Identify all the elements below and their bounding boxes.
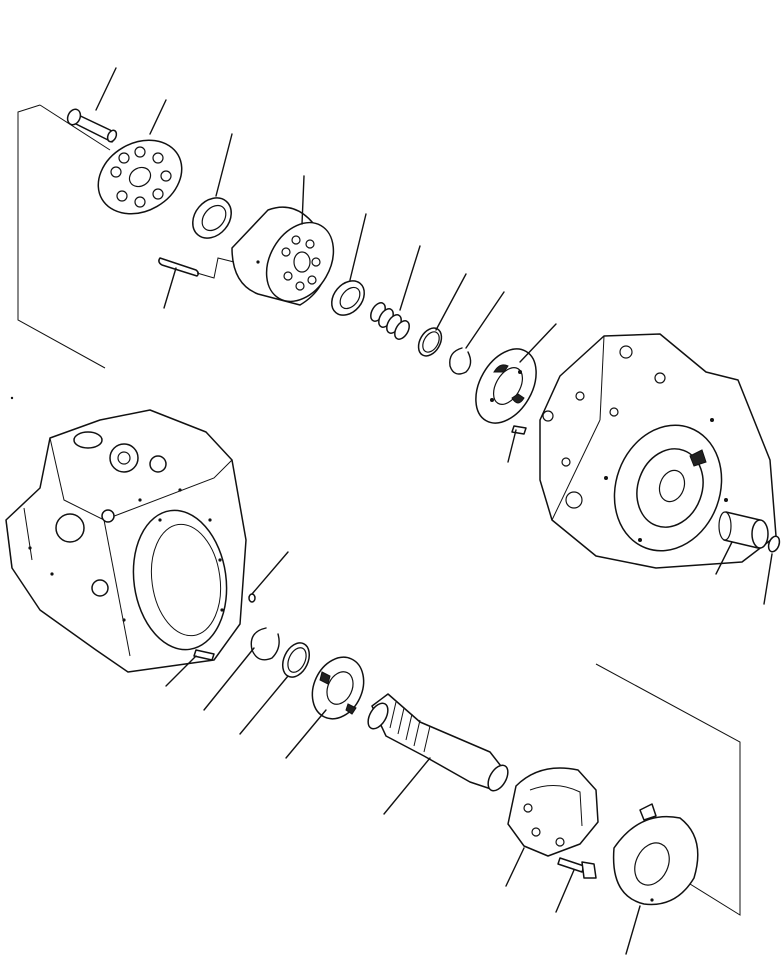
leader-retainer-plate xyxy=(149,99,167,135)
leader-dowel-pin-upper xyxy=(163,267,177,309)
leader-cylinder-block xyxy=(301,175,305,225)
leader-bearing-ring-upper xyxy=(215,133,233,197)
part-cover-plate xyxy=(612,803,699,906)
part-pin-left-b xyxy=(193,649,215,661)
part-pump-housing-left xyxy=(5,409,247,673)
part-bolt xyxy=(557,857,597,879)
part-o-ring-right xyxy=(767,535,781,553)
part-snap-ring-lower xyxy=(250,627,280,661)
leader-bolt xyxy=(555,869,575,913)
part-valve-plate xyxy=(475,348,537,424)
leader-pin-left-b xyxy=(165,655,197,687)
leader-snap-ring-lower xyxy=(203,647,255,711)
part-dowel-pin-mid xyxy=(511,425,527,435)
stray-dot xyxy=(10,396,14,400)
leader-washer-lower xyxy=(239,675,289,735)
group-bracket-lower xyxy=(595,663,741,916)
part-bearing-lower xyxy=(311,656,365,720)
part-bearing-ring-upper xyxy=(192,197,232,239)
part-cylinder-block xyxy=(231,206,335,306)
part-snap-ring-upper xyxy=(449,347,472,375)
part-washer-upper xyxy=(417,327,443,357)
part-retainer-plate xyxy=(97,139,183,215)
leader-lines xyxy=(95,67,773,955)
leader-washer-upper xyxy=(435,273,467,331)
leader-valve-plate xyxy=(519,323,557,363)
part-washer-lower xyxy=(281,642,311,678)
part-pin-left-a xyxy=(248,593,256,603)
part-sleeve xyxy=(718,511,769,549)
leader-bearing-lower xyxy=(285,709,327,759)
leader-dowel-pin-mid xyxy=(507,429,517,463)
part-spring xyxy=(370,302,410,340)
leader-bushing xyxy=(349,213,367,281)
leader-spring xyxy=(399,245,421,311)
leader-cover-plate xyxy=(625,905,641,955)
leader-drive-shaft xyxy=(383,757,431,815)
part-swash-plate xyxy=(507,767,599,857)
leader-guide-pin xyxy=(95,67,117,111)
leader-sleeve xyxy=(715,541,733,575)
part-dowel-pin-upper xyxy=(158,257,235,279)
part-guide-pin xyxy=(66,108,118,143)
leader-o-ring-right xyxy=(763,553,773,605)
part-bushing xyxy=(330,280,366,316)
leader-swash-plate xyxy=(505,847,525,887)
group-bracket-upper xyxy=(17,104,111,369)
leader-pin-left-a xyxy=(251,551,289,595)
part-drive-shaft xyxy=(367,693,509,792)
leader-snap-ring-upper xyxy=(465,291,505,349)
part-pump-case-right xyxy=(539,333,777,569)
